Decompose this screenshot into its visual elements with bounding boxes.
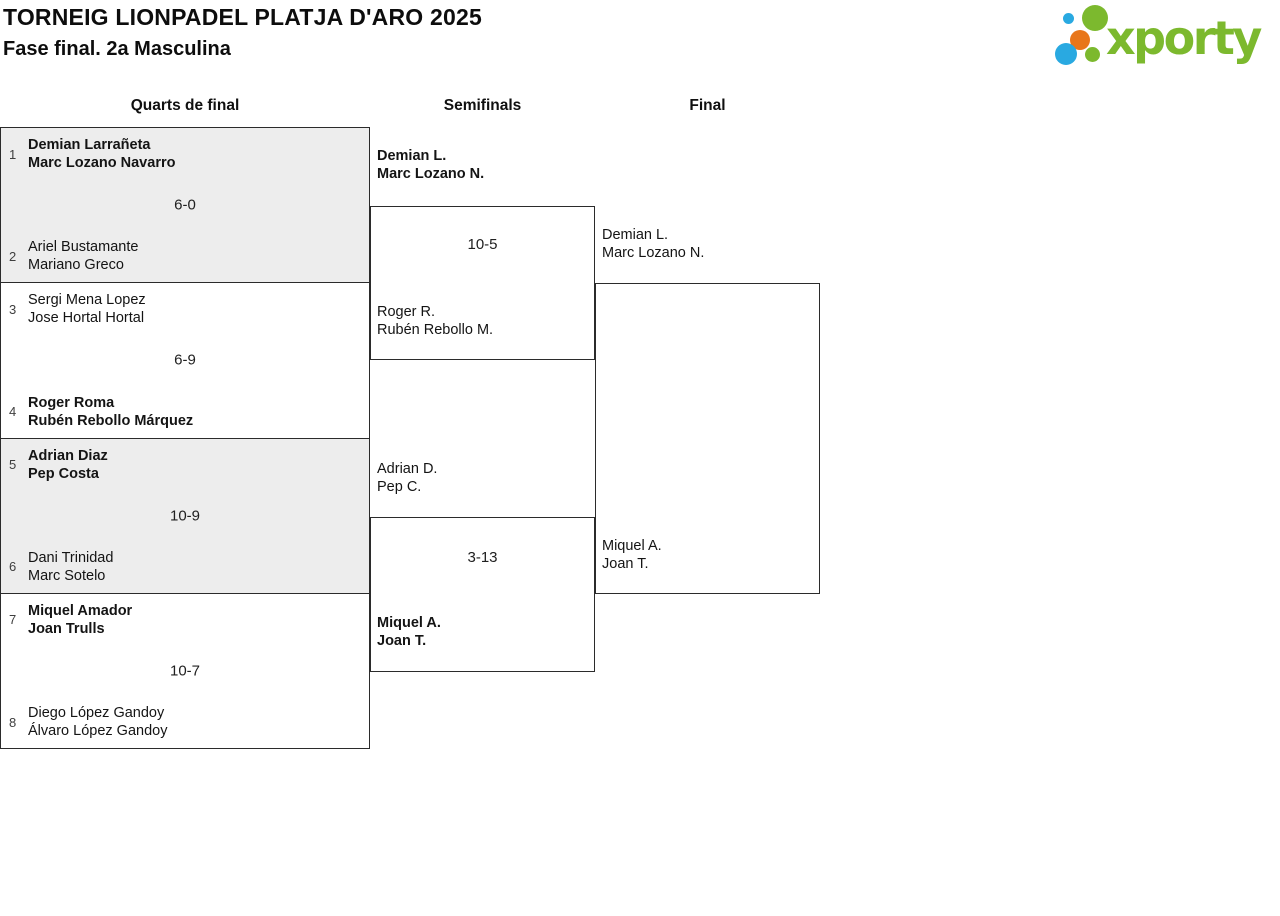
seed-number: 4 [9,404,17,419]
player-name: Roger R. [377,304,436,320]
seed-number: 6 [9,559,17,575]
player-name: Adrian D. [377,461,438,477]
match-score: 6-9 [174,351,196,369]
seed-number: 5 [9,457,17,472]
round-header-semifinals: Semifinals [443,97,522,114]
qf-match-1: 1 Demian Larrañeta Marc Lozano Navarro 6… [1,128,369,283]
player-name: Demian L. [602,227,669,243]
player-name: Dani Trinidad [28,549,114,566]
match-score: 6-0 [174,196,196,214]
logo-dot-blue-big-icon [1055,43,1077,65]
team-entry: 2 Ariel Bustamante Mariano Greco [9,238,138,274]
team-entry: 1 Demian Larrañeta Marc Lozano Navarro [9,136,175,172]
team-entry: 8 Diego López Gandoy Álvaro López Gandoy [9,704,167,740]
team-names: Demian L. Marc Lozano N. [377,147,484,183]
qf-match-2: 3 Sergi Mena Lopez Jose Hortal Hortal 6-… [1,282,369,437]
team-names: Adrian D. Pep C. [377,460,437,496]
team-names: Miquel A. Joan T. [377,614,441,650]
seed-number: 2 [9,248,17,264]
team-entry: 5 Adrian Diaz Pep Costa [9,447,108,483]
player-name: Rubén Rebollo M. [377,322,494,338]
player-name: Diego López Gandoy [28,705,165,721]
round-header-quarterfinals: Quarts de final [130,97,240,114]
player-name: Demian L. [377,148,447,164]
qf-match-4: 7 Miquel Amador Joan Trulls 10-7 8 Diego… [1,592,369,748]
player-name: Adrian Diaz [28,447,108,464]
quarterfinals-column: 1 Demian Larrañeta Marc Lozano Navarro 6… [0,127,370,749]
logo-dot-green-small-icon [1085,47,1100,62]
player-name: Marc Lozano Navarro [28,155,176,171]
player-name: Joan T. [602,556,649,572]
match-score: 3-13 [467,549,498,566]
seed-number: 3 [9,301,17,317]
team-names: Adrian Diaz Pep Costa [28,447,108,483]
match-score: 10-5 [467,236,498,253]
player-name: Miquel A. [602,538,662,554]
team-names: Diego López Gandoy Álvaro López Gandoy [28,704,167,740]
team-entry: 4 Roger Roma Rubén Rebollo Márquez [9,394,193,430]
team-names: Roger Roma Rubén Rebollo Márquez [28,394,193,430]
player-name: Marc Lozano N. [602,245,705,261]
player-name: Mariano Greco [28,257,124,274]
seed-number: 1 [9,146,17,162]
xporty-logo-text: xporty [1106,11,1262,65]
player-name: Joan Trulls [28,620,105,637]
player-name: Sergi Mena Lopez [28,292,146,309]
logo-dot-green-big-icon [1082,5,1108,31]
team-names: Miquel Amador Joan Trulls [28,602,132,638]
player-name: Miquel Amador [28,602,133,619]
player-name: Pep C. [377,479,422,495]
player-name: Pep Costa [28,465,99,482]
category-subtitle: Fase final. 2a Masculina [3,38,231,60]
team-names: Demian L. Marc Lozano N. [602,226,704,262]
player-name: Álvaro López Gandoy [28,723,168,739]
logo-dot-blue-small-icon [1063,13,1074,24]
team-names: Ariel Bustamante Mariano Greco [28,238,138,274]
xporty-logo[interactable]: xporty [1050,0,1280,78]
player-name: Ariel Bustamante [28,239,139,256]
player-name: Marc Lozano N. [377,166,485,182]
player-name: Joan T. [377,633,427,649]
seed-number: 8 [9,714,17,730]
logo-dot-orange-icon [1070,30,1090,50]
qf-match-3: 5 Adrian Diaz Pep Costa 10-9 6 Dani Trin… [1,437,369,593]
round-header-final: Final [689,97,726,114]
match-score: 10-9 [169,507,201,525]
final-match-box [595,283,820,594]
team-entry: 6 Dani Trinidad Marc Sotelo [9,549,113,585]
team-names: Dani Trinidad Marc Sotelo [28,549,113,585]
player-name: Miquel A. [377,615,441,631]
tournament-title: TORNEIG LIONPADEL PLATJA D'ARO 2025 [3,4,482,30]
team-names: Miquel A. Joan T. [602,537,662,573]
team-entry: 7 Miquel Amador Joan Trulls [9,602,132,638]
team-names: Sergi Mena Lopez Jose Hortal Hortal [28,291,146,327]
match-score: 10-7 [169,662,201,680]
sf-match-1-box [370,206,595,360]
seed-number: 7 [9,612,17,628]
player-name: Marc Sotelo [28,567,106,584]
team-entry: 3 Sergi Mena Lopez Jose Hortal Hortal [9,291,146,327]
player-name: Demian Larrañeta [28,137,151,153]
sf-match-2-box [370,517,595,672]
player-name: Roger Roma [28,394,115,411]
player-name: Rubén Rebollo Márquez [28,412,194,429]
team-names: Demian Larrañeta Marc Lozano Navarro [28,136,175,172]
team-names: Roger R. Rubén Rebollo M. [377,303,493,339]
player-name: Jose Hortal Hortal [28,310,145,327]
